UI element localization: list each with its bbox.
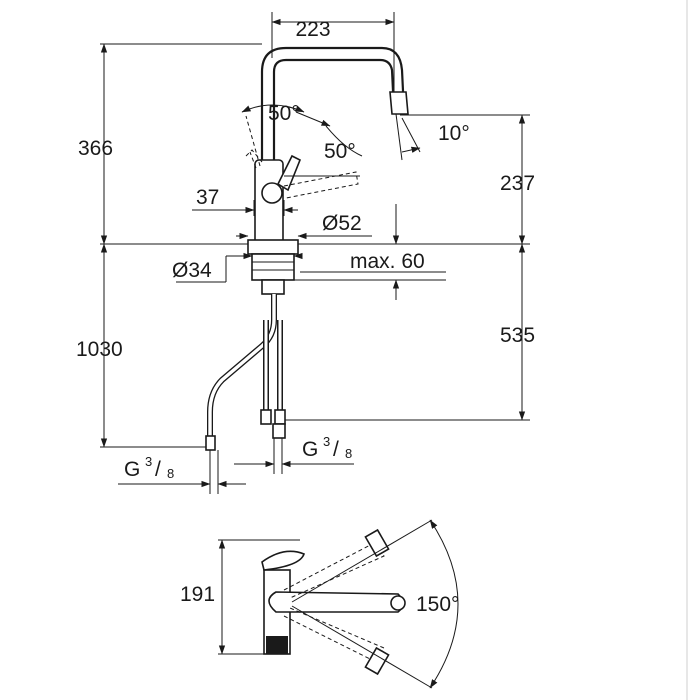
svg-text:/: / xyxy=(155,458,161,481)
label-150deg: 150° xyxy=(416,593,459,616)
spout-end xyxy=(390,595,406,611)
angle-arc-side xyxy=(325,125,363,157)
label-191: 191 xyxy=(180,583,215,606)
svg-text:3: 3 xyxy=(323,434,330,449)
angle-arc-150 xyxy=(429,519,459,689)
lever-handle xyxy=(276,154,302,192)
svg-text:G: G xyxy=(302,438,318,461)
label-10deg: 10° xyxy=(438,122,470,145)
base-flange xyxy=(247,239,299,255)
svg-text:/: / xyxy=(333,438,339,461)
thread-label-right: G 3 / 8 xyxy=(302,434,352,461)
hose-fitting-left xyxy=(205,435,216,451)
angle-arc-top xyxy=(241,104,305,113)
label-d34: Ø34 xyxy=(172,259,212,282)
spray-head-tip xyxy=(389,91,409,115)
label-535: 535 xyxy=(500,324,535,347)
label-223: 223 xyxy=(295,18,330,41)
lock-nut xyxy=(261,279,285,295)
label-237: 237 xyxy=(500,172,535,195)
label-angle-top: 50° xyxy=(268,102,300,125)
hose-fitting-right xyxy=(274,409,286,425)
label-angle-side: 50° xyxy=(324,140,356,163)
label-1030: 1030 xyxy=(76,338,123,361)
thread-label-left: G 3 / 8 xyxy=(124,454,174,481)
svg-text:3: 3 xyxy=(145,454,152,469)
handle-top xyxy=(261,550,305,571)
spout-arm xyxy=(268,591,404,613)
label-max60: max. 60 xyxy=(350,250,425,273)
svg-text:G: G xyxy=(124,458,140,481)
hose-fitting-mid xyxy=(260,409,272,425)
svg-text:8: 8 xyxy=(167,466,174,481)
mounting-shank xyxy=(251,253,295,281)
faucet-side-view xyxy=(100,12,530,494)
base-thread xyxy=(266,636,288,654)
faucet-swivel-view xyxy=(218,519,459,689)
svg-text:8: 8 xyxy=(345,446,352,461)
label-d52: Ø52 xyxy=(322,212,362,235)
label-366: 366 xyxy=(78,137,113,160)
lever-pivot xyxy=(261,182,283,204)
connector-valve xyxy=(272,423,286,439)
label-37: 37 xyxy=(196,186,219,209)
